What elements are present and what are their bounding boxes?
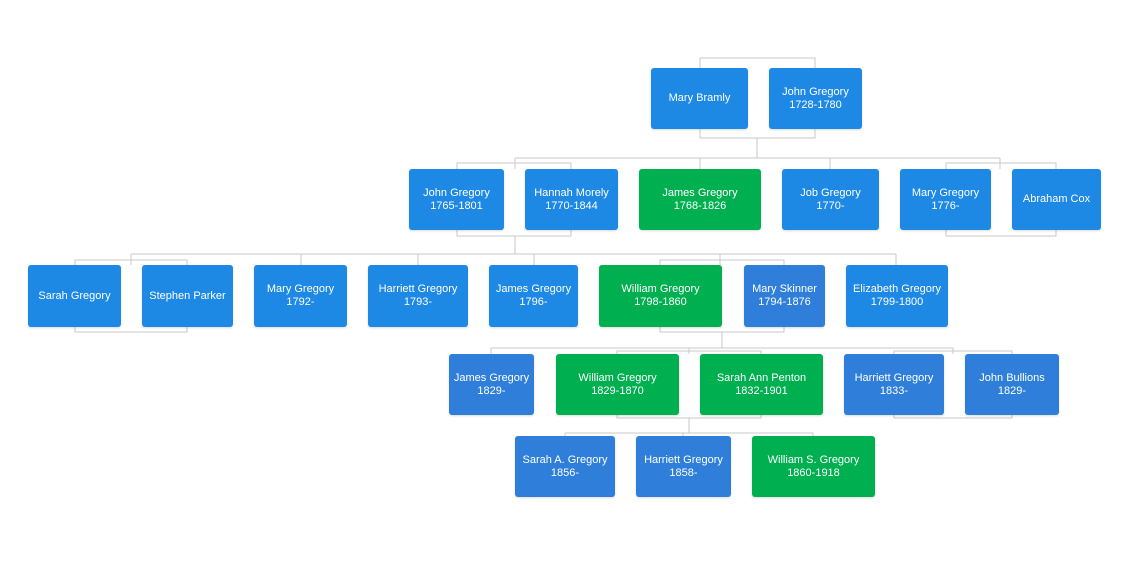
- couple-link: [74, 327, 188, 333]
- person-name: Sarah A. Gregory: [522, 453, 608, 466]
- person-node-william-s-gregory[interactable]: William S. Gregory 1860-1918: [752, 436, 875, 497]
- person-name: Sarah Ann Penton: [716, 371, 807, 384]
- person-name: Harriett Gregory: [854, 371, 934, 384]
- person-dates: 1768-1826: [673, 199, 727, 212]
- person-node-james-gregory-1829[interactable]: James Gregory 1829-: [449, 354, 534, 415]
- person-dates: 1765-1801: [430, 199, 483, 212]
- person-node-james-gregory-1796[interactable]: James Gregory 1796-: [489, 265, 578, 327]
- person-name: Mary Gregory: [266, 283, 335, 295]
- person-name: William Gregory: [621, 283, 700, 295]
- person-name: Harriett Gregory: [378, 283, 458, 295]
- person-node-mary-gregory-1792[interactable]: Mary Gregory 1792-: [254, 265, 347, 327]
- person-node-mary-skinner[interactable]: Mary Skinner 1794-1876: [744, 265, 825, 327]
- couple-link: [699, 129, 816, 139]
- person-node-william-gregory-1798[interactable]: William Gregory 1798-1860: [599, 265, 722, 327]
- person-node-john-bullions[interactable]: John Bullions 1829-: [965, 354, 1059, 415]
- person-name: Mary Gregory: [911, 186, 980, 199]
- descent-link: [514, 158, 1001, 169]
- person-dates: 1829-: [997, 384, 1027, 397]
- person-node-john-gregory-1765[interactable]: John Gregory 1765-1801: [409, 169, 504, 230]
- person-name: Harriett Gregory: [644, 453, 723, 466]
- couple-link: [893, 350, 1013, 354]
- person-dates: 1770-1844: [545, 199, 598, 212]
- person-node-sarah-ann-penton[interactable]: Sarah Ann Penton 1832-1901: [700, 354, 823, 415]
- person-name: Stephen Parker: [149, 289, 226, 302]
- couple-link: [659, 259, 785, 265]
- person-dates: 1858-: [669, 466, 698, 479]
- person-dates: 1792-: [286, 296, 315, 308]
- person-dates: 1776-: [931, 199, 960, 212]
- person-dates: 1860-1918: [787, 466, 840, 479]
- couple-link: [893, 415, 1013, 419]
- person-dates: 1829-1870: [591, 384, 644, 397]
- person-node-john-gregory-1728[interactable]: John Gregory 1728-1780: [769, 68, 862, 129]
- person-node-elizabeth-gregory[interactable]: Elizabeth Gregory 1799-1800: [846, 265, 948, 327]
- person-name: Mary Skinner: [752, 283, 817, 295]
- person-node-harriett-gregory-1858[interactable]: Harriett Gregory 1858-: [636, 436, 731, 497]
- person-name: John Gregory: [423, 186, 490, 199]
- couple-link: [74, 259, 188, 265]
- person-node-sarah-gregory[interactable]: Sarah Gregory: [28, 265, 121, 327]
- person-dates: 1728-1780: [789, 98, 842, 111]
- person-node-harriett-gregory-1833[interactable]: Harriett Gregory 1833-: [844, 354, 944, 415]
- person-name: James Gregory: [495, 283, 572, 295]
- person-name: Mary Bramly: [668, 92, 731, 104]
- person-name: Abraham Cox: [1022, 193, 1091, 205]
- couple-link: [456, 162, 572, 169]
- couple-link: [699, 57, 816, 68]
- person-name: Job Gregory: [800, 186, 861, 199]
- person-name: James Gregory: [453, 371, 530, 384]
- person-dates: 1770-: [816, 199, 845, 212]
- person-node-abraham-cox[interactable]: Abraham Cox: [1012, 169, 1101, 230]
- person-dates: 1833-: [879, 384, 909, 397]
- person-node-harriett-gregory-1793[interactable]: Harriett Gregory 1793-: [368, 265, 468, 327]
- person-name: Hannah Morely: [534, 186, 609, 199]
- person-dates: 1829-: [477, 384, 506, 397]
- person-name: John Bullions: [979, 371, 1045, 384]
- person-node-mary-gregory-1776[interactable]: Mary Gregory 1776-: [900, 169, 991, 230]
- person-name: William S. Gregory: [767, 453, 860, 466]
- person-dates: 1796-: [519, 296, 548, 308]
- person-dates: 1794-1876: [758, 296, 811, 308]
- couple-link: [616, 350, 762, 354]
- person-dates: 1793-: [403, 296, 433, 308]
- person-name: James Gregory: [662, 186, 738, 199]
- couple-link: [945, 230, 1057, 237]
- couple-link: [456, 230, 572, 237]
- person-name: Elizabeth Gregory: [852, 283, 942, 295]
- person-node-job-gregory[interactable]: Job Gregory 1770-: [782, 169, 879, 230]
- person-name: John Gregory: [782, 85, 849, 98]
- descent-link: [564, 433, 814, 436]
- couple-link: [659, 327, 785, 333]
- person-dates: 1856-: [550, 466, 580, 479]
- person-node-sarah-a-gregory[interactable]: Sarah A. Gregory 1856-: [515, 436, 615, 497]
- person-node-james-gregory-1768[interactable]: James Gregory 1768-1826: [639, 169, 761, 230]
- person-dates: 1799-1800: [870, 296, 924, 308]
- couple-link: [945, 162, 1057, 169]
- person-node-hannah-morely[interactable]: Hannah Morely 1770-1844: [525, 169, 618, 230]
- person-dates: 1832-1901: [735, 384, 788, 397]
- person-node-stephen-parker[interactable]: Stephen Parker: [142, 265, 233, 327]
- person-dates: 1798-1860: [634, 296, 687, 308]
- person-name: Sarah Gregory: [38, 289, 111, 302]
- person-node-mary-bramly[interactable]: Mary Bramly: [651, 68, 748, 129]
- person-name: William Gregory: [578, 371, 657, 384]
- person-node-william-gregory-1829[interactable]: William Gregory 1829-1870: [556, 354, 679, 415]
- couple-link: [616, 415, 762, 419]
